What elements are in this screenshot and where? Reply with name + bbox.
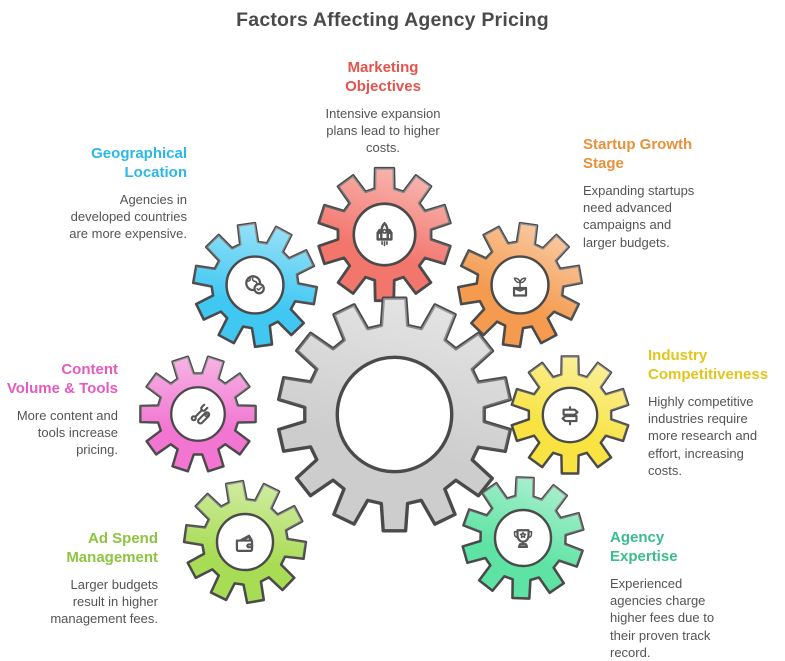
factor-agency-expertise: Agency Expertise Experienced agencies ch… (610, 528, 760, 661)
gear-ad-spend-management (182, 479, 308, 605)
factor-description: Experienced agencies charge higher fees … (610, 576, 715, 660)
factor-title: Agency Expertise (610, 529, 678, 566)
factor-title: Marketing Objectives (345, 59, 421, 96)
factor-title: Startup Growth Stage (583, 136, 693, 173)
factor-startup-growth-stage: Startup Growth Stage Expanding startups … (583, 135, 723, 251)
factor-description: Highly competitive industries require mo… (648, 394, 758, 478)
factor-geographical-location: Geographical Location Agencies in develo… (17, 144, 187, 243)
gear-marketing-objectives (317, 166, 452, 303)
factor-title: Content Volume & Tools (6, 361, 118, 398)
factor-description: Larger budgets result in higher manageme… (50, 577, 158, 627)
signpost-icon (561, 406, 579, 426)
icon-circle (493, 508, 553, 568)
gear-industry-competitiveness (510, 355, 630, 475)
factor-title: Geographical Location (91, 145, 187, 182)
factor-ad-spend-management: Ad Spend Management Larger budgets resul… (8, 529, 158, 628)
factor-description: Expanding startups need advanced campaig… (583, 183, 695, 250)
gear-geographical-location (191, 221, 319, 349)
factor-content-volume-tools: Content Volume & Tools More content and … (0, 360, 118, 459)
central-gear (276, 296, 513, 533)
icon-circle (352, 202, 417, 267)
factor-description: More content and tools increase pricing. (16, 408, 118, 458)
diagram-title: Factors Affecting Agency Pricing (236, 9, 549, 31)
factor-title: Ad Spend Management (66, 530, 158, 567)
gear-startup-growth-stage (456, 221, 584, 349)
factor-description: Intensive expansion plans lead to higher… (325, 106, 441, 156)
gear-content-volume-tools (139, 355, 257, 473)
factor-description: Agencies in developed countries are more… (69, 192, 187, 242)
central-gear-hole (335, 355, 454, 474)
factor-marketing-objectives: Marketing Objectives Intensive expansion… (303, 58, 463, 157)
gear-agency-expertise (461, 476, 585, 600)
factor-title: Industry Competitiveness (648, 347, 769, 384)
factor-industry-competitiveness: Industry Competitiveness Highly competit… (648, 346, 785, 479)
